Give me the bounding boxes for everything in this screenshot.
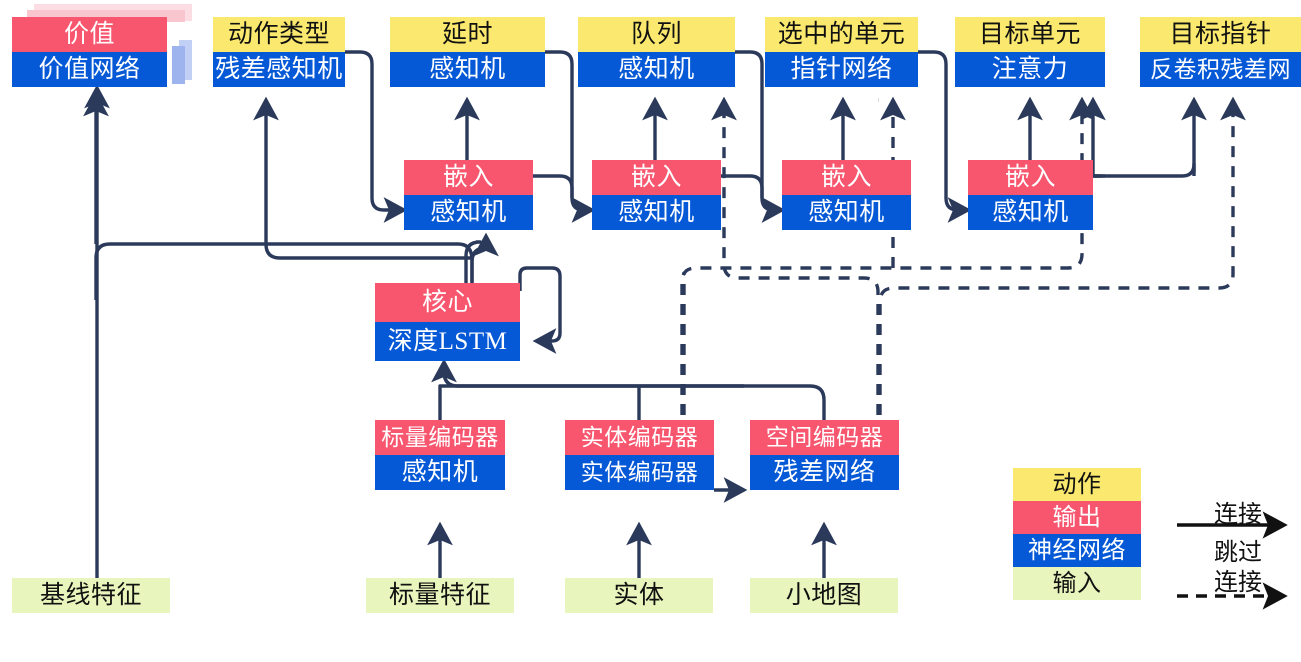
- node-selected-units-action: 选中的单元: [765, 17, 918, 52]
- node-core-network: 深度LSTM: [375, 322, 520, 361]
- node-embed-3-output: 嵌入: [782, 160, 911, 195]
- node-target-point-action: 目标指针: [1140, 17, 1301, 52]
- node-embed-3[interactable]: 嵌入 感知机: [782, 160, 911, 230]
- node-embed-1[interactable]: 嵌入 感知机: [404, 160, 533, 230]
- input-entities[interactable]: 实体: [565, 578, 713, 613]
- legend-skip-label-1: 跳过: [1214, 540, 1262, 566]
- input-entities-label: 实体: [565, 578, 713, 613]
- node-target-unit-network: 注意力: [955, 52, 1105, 87]
- node-entity-encoder-output: 实体编码器: [565, 420, 714, 455]
- skip-spatialenc-bridge: [711, 96, 880, 455]
- legend-input: 输入: [1013, 567, 1141, 600]
- node-spatial-encoder-output: 空间编码器: [750, 420, 899, 455]
- node-target-unit[interactable]: 目标单元 注意力: [955, 17, 1105, 87]
- wire-core-self-loop: [518, 266, 562, 354]
- skip-connections: [680, 96, 1246, 455]
- node-embed-2-output: 嵌入: [592, 160, 721, 195]
- node-spatial-encoder-network: 残差网络: [750, 455, 899, 490]
- node-queue-network: 感知机: [578, 52, 735, 87]
- input-scalar-features[interactable]: 标量特征: [366, 578, 514, 613]
- node-scalar-encoder[interactable]: 标量编码器 感知机: [375, 420, 505, 490]
- legend-action: 动作: [1013, 468, 1141, 501]
- node-embed-2-network: 感知机: [592, 195, 721, 230]
- legend-swatches: 动作 输出 神经网络 输入: [1013, 468, 1141, 600]
- node-action-type-action: 动作类型: [213, 17, 345, 52]
- node-target-point[interactable]: 目标指针 反卷积残差网: [1140, 17, 1301, 87]
- node-action-type-network: 残差感知机: [213, 52, 345, 87]
- node-value-network: 价值网络: [12, 52, 167, 87]
- node-queue[interactable]: 队列 感知机: [578, 17, 735, 87]
- skip-spatialenc-to-targetpoint: [878, 96, 1246, 455]
- node-embed-1-output: 嵌入: [404, 160, 533, 195]
- node-core[interactable]: 核心 深度LSTM: [375, 283, 520, 361]
- node-embed-4[interactable]: 嵌入 感知机: [968, 160, 1093, 230]
- node-selected-units-network: 指针网络: [765, 52, 918, 87]
- wire-embed1-right: [533, 174, 574, 198]
- node-selected-units[interactable]: 选中的单元 指针网络: [765, 17, 918, 87]
- node-action-type[interactable]: 动作类型 残差感知机: [213, 17, 345, 87]
- node-embed-2[interactable]: 嵌入 感知机: [592, 160, 721, 230]
- input-minimap-label: 小地图: [750, 578, 898, 613]
- value-shadow-blue-mid: [172, 46, 185, 84]
- node-scalar-encoder-output: 标量编码器: [375, 420, 505, 455]
- node-spatial-encoder[interactable]: 空间编码器 残差网络: [750, 420, 899, 490]
- wire-core-to-embed1: [470, 232, 499, 290]
- legend-arrow-glyphs: [1177, 511, 1288, 610]
- input-scalar-features-label: 标量特征: [366, 578, 514, 613]
- node-embed-4-output: 嵌入: [968, 160, 1093, 195]
- node-delay[interactable]: 延时 感知机: [390, 17, 545, 87]
- wire-embed2-right: [721, 174, 764, 198]
- node-value[interactable]: 价值 价值网络: [12, 17, 167, 87]
- node-target-unit-action: 目标单元: [955, 17, 1105, 52]
- node-scalar-encoder-network: 感知机: [375, 455, 505, 490]
- node-embed-4-network: 感知机: [968, 195, 1093, 230]
- node-core-output: 核心: [375, 283, 520, 322]
- input-minimap[interactable]: 小地图: [750, 578, 898, 613]
- node-target-point-network: 反卷积残差网: [1140, 52, 1301, 87]
- skip-entityenc-to-targetunit: [680, 96, 1095, 455]
- input-baseline-features[interactable]: 基线特征: [12, 578, 170, 613]
- wire-embed4-right-turn: [1093, 162, 1196, 178]
- legend-skip-label-2: 连接: [1214, 570, 1262, 596]
- legend-network: 神经网络: [1013, 534, 1141, 567]
- node-entity-encoder-network: 实体编码器: [565, 455, 714, 490]
- node-delay-action: 延时: [390, 17, 545, 52]
- input-baseline-features-label: 基线特征: [12, 578, 170, 613]
- node-delay-network: 感知机: [390, 52, 545, 87]
- node-value-output: 价值: [12, 17, 167, 52]
- node-entity-encoder[interactable]: 实体编码器 实体编码器: [565, 420, 714, 490]
- legend-arrow-key: 连接 跳过 连接: [1175, 472, 1301, 612]
- node-embed-1-network: 感知机: [404, 195, 533, 230]
- node-queue-action: 队列: [578, 17, 735, 52]
- node-embed-3-network: 感知机: [782, 195, 911, 230]
- legend-output: 输出: [1013, 501, 1141, 534]
